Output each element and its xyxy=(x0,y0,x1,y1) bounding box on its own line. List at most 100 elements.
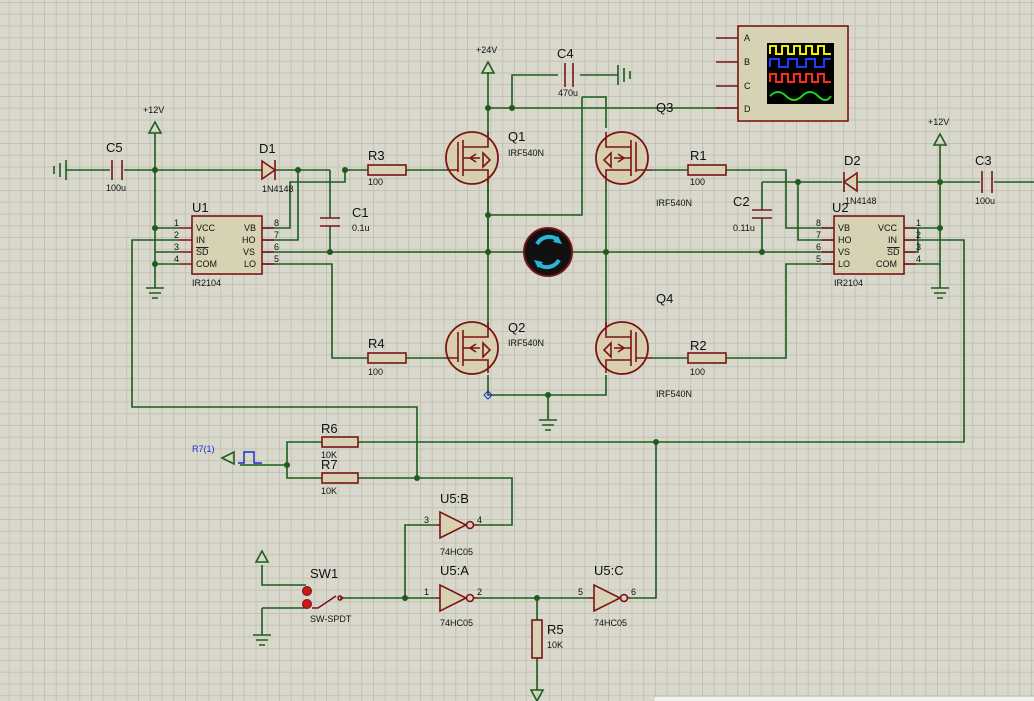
capacitor-c5[interactable]: C5 100u xyxy=(106,140,126,193)
r3-value: 100 xyxy=(368,177,383,187)
u5a-pin-out: 2 xyxy=(477,587,482,597)
u2-pin-vcc: VCC xyxy=(878,223,898,233)
mosfet-q3[interactable]: Q3 IRF540N xyxy=(595,100,692,208)
u2-pin-vs: VS xyxy=(838,247,850,257)
resistor-r2[interactable]: R2 100 xyxy=(687,338,727,377)
q4-value: IRF540N xyxy=(656,389,692,399)
gate-u5c[interactable]: U5:C 74HC05 5 6 xyxy=(578,563,636,628)
ground-u2 xyxy=(931,287,949,299)
dc-motor[interactable] xyxy=(523,227,573,277)
r6-ref: R6 xyxy=(321,421,338,436)
resistor-r7[interactable]: R7 10K xyxy=(321,457,359,496)
c3-value: 100u xyxy=(975,196,995,206)
u1-pin-ho: HO xyxy=(242,235,256,245)
u1-pin-vs: VS xyxy=(243,247,255,257)
r3-ref: R3 xyxy=(368,148,385,163)
u5b-ref: U5:B xyxy=(440,491,469,506)
q3-value: IRF540N xyxy=(656,198,692,208)
r7-ref: R7 xyxy=(321,457,338,472)
c3-ref: C3 xyxy=(975,153,992,168)
q4-ref: Q4 xyxy=(656,291,673,306)
resistor-r4[interactable]: R4 100 xyxy=(367,336,407,377)
u5a-ref: U5:A xyxy=(440,563,469,578)
driver-u2[interactable]: U2 IR2104 VB HO VS LO VCC IN SD COM 8 7 … xyxy=(816,200,921,288)
u2-pin-lo: LO xyxy=(838,259,850,269)
c2-ref: C2 xyxy=(733,194,750,209)
u1-pinnum-6: 6 xyxy=(274,242,279,252)
power-12v-left[interactable]: +12V xyxy=(143,105,164,134)
gate-u5b[interactable]: U5:B 74HC05 3 4 xyxy=(424,491,482,557)
scope-channel-c: C xyxy=(744,81,751,91)
u1-pinnum-5: 5 xyxy=(274,254,279,264)
scope-channel-d: D xyxy=(744,104,751,114)
d1-ref: D1 xyxy=(259,141,276,156)
probe-marker xyxy=(483,390,493,400)
ground-u1 xyxy=(146,287,164,299)
c2-value: 0.11u xyxy=(733,223,755,233)
motor-arrow-bottom xyxy=(534,260,543,268)
ground-r5 xyxy=(529,689,545,701)
d2-value: 1N4148 xyxy=(845,196,877,206)
r4-ref: R4 xyxy=(368,336,385,351)
pulse-generator[interactable]: R7(1) xyxy=(192,444,262,466)
u2-pinnum-7: 7 xyxy=(816,230,821,240)
scope-trace-b xyxy=(769,58,831,68)
junctions xyxy=(152,105,943,601)
q1-value: IRF540N xyxy=(508,148,544,158)
resistor-r6[interactable]: R6 10K xyxy=(321,421,359,460)
scope-trace-a xyxy=(769,45,831,55)
resistor-r1[interactable]: R1 100 xyxy=(687,148,727,187)
diode-d2[interactable]: D2 1N4148 xyxy=(842,153,877,206)
u5c-ref: U5:C xyxy=(594,563,624,578)
power-sw1[interactable] xyxy=(254,549,270,563)
r2-value: 100 xyxy=(690,367,705,377)
r1-value: 100 xyxy=(690,177,705,187)
q2-value: IRF540N xyxy=(508,338,544,348)
u5b-value: 74HC05 xyxy=(440,547,473,557)
u2-pin-sd: SD xyxy=(887,247,900,257)
motor-arrow-top xyxy=(553,236,562,244)
scope-trace-d xyxy=(769,91,832,101)
mosfet-q1[interactable]: Q1 IRF540N xyxy=(445,129,544,185)
resistor-r3[interactable]: R3 100 xyxy=(367,148,407,187)
sw1-contact-top xyxy=(302,586,312,596)
u2-value: IR2104 xyxy=(834,278,863,288)
mosfet-q2[interactable]: Q2 IRF540N xyxy=(445,320,544,375)
u1-pinnum-3: 3 xyxy=(174,242,179,252)
u2-pinnum-6: 6 xyxy=(816,242,821,252)
power-12v-right[interactable]: +12V xyxy=(928,117,949,146)
switch-sw1[interactable]: SW1 SW-SPDT xyxy=(302,566,352,624)
u1-value: IR2104 xyxy=(192,278,221,288)
u1-pin-lo: LO xyxy=(244,259,256,269)
resistor-r5[interactable]: R5 10K xyxy=(531,619,564,659)
c1-ref: C1 xyxy=(352,205,369,220)
mosfet-q4[interactable]: Q4 IRF540N xyxy=(595,291,692,399)
power-24v[interactable]: +24V xyxy=(476,45,497,74)
capacitor-c2[interactable]: C2 0.11u xyxy=(733,194,772,233)
u2-pin-vb: VB xyxy=(838,223,850,233)
window-edge xyxy=(655,697,1034,701)
oscilloscope[interactable]: A B C D xyxy=(716,25,849,122)
capacitor-c1[interactable]: C1 0.1u xyxy=(320,205,370,233)
r5-ref: R5 xyxy=(547,622,564,637)
u5b-pin-out: 4 xyxy=(477,515,482,525)
u2-pinnum-3: 3 xyxy=(916,242,921,252)
capacitor-c3[interactable]: C3 100u xyxy=(975,153,995,206)
q3-ref: Q3 xyxy=(656,100,673,115)
u1-pin-vcc: VCC xyxy=(196,223,216,233)
gate-u5a[interactable]: U5:A 74HC05 1 2 xyxy=(424,563,482,628)
u5a-value: 74HC05 xyxy=(440,618,473,628)
u5b-pin-in: 3 xyxy=(424,515,429,525)
ground-bridge xyxy=(539,419,557,431)
u5a-pin-in: 1 xyxy=(424,587,429,597)
capacitor-c4[interactable]: C4 470u xyxy=(557,46,578,98)
driver-u1[interactable]: U1 IR2104 VCC IN SD COM VB HO VS LO 1 2 … xyxy=(174,200,279,288)
u1-pin-sd: SD xyxy=(196,247,209,257)
c4-value: 470u xyxy=(558,88,578,98)
ground-sw1 xyxy=(253,634,271,646)
diode-d1[interactable]: D1 1N4148 xyxy=(259,141,294,194)
u1-pinnum-8: 8 xyxy=(274,218,279,228)
u1-pinnum-2: 2 xyxy=(174,230,179,240)
